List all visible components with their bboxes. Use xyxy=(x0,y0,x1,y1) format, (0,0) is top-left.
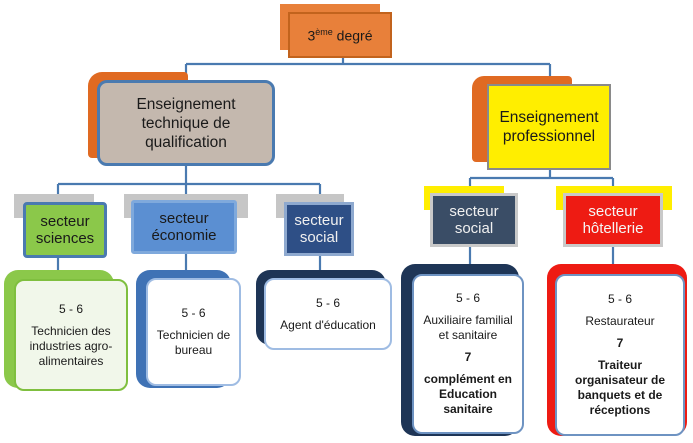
detail-line: alimentaires xyxy=(38,353,104,368)
detail-box-social-qualification: 5 - 6 Agent d'éducation xyxy=(264,278,392,350)
sector-label-line: secteur xyxy=(294,212,344,229)
box-secteur-social-professionnel: secteur social xyxy=(430,193,518,247)
sector-label-line: secteur xyxy=(159,210,209,227)
detail-year7: 7 xyxy=(464,350,472,364)
sector-label-line: social xyxy=(299,229,339,246)
detail-line: Technicien des xyxy=(31,323,111,338)
sector-label-line: social xyxy=(454,220,494,237)
sector-label-line: économie xyxy=(151,227,217,244)
detail-line-bold: Traiteur xyxy=(597,358,642,372)
top-box-label: 3ème degré xyxy=(307,26,373,44)
detail-years: 5 - 6 xyxy=(58,301,83,316)
box-secteur-sciences: secteur sciences xyxy=(23,202,107,258)
detail-line: bureau xyxy=(174,343,213,357)
sector-label-line: hôtellerie xyxy=(582,220,644,237)
detail-line-bold: sanitaire xyxy=(443,402,493,416)
box-secteur-economie: secteur économie xyxy=(131,200,237,254)
box-secteur-social-qualification: secteur social xyxy=(284,202,354,256)
detail-line: Agent d'éducation xyxy=(280,317,376,332)
detail-box-social-professionnel: 5 - 6 Auxiliaire familial et sanitaire 7… xyxy=(412,274,524,434)
sector-label-line: secteur xyxy=(449,203,499,220)
box-enseignement-technique-qualification: Enseignement technique de qualification xyxy=(97,80,275,166)
title-line: Enseignement xyxy=(136,95,236,113)
title-line: professionnel xyxy=(502,128,596,145)
detail-line: Technicien de xyxy=(156,328,231,342)
detail-box-hotellerie: 5 - 6 Restaurateur 7 Traiteur organisate… xyxy=(555,274,685,436)
detail-years: 5 - 6 xyxy=(607,292,632,306)
detail-line-bold: Education xyxy=(438,387,497,401)
detail-line-bold: banquets et de xyxy=(577,388,663,402)
title-line: technique de xyxy=(141,114,231,132)
top-box-3eme-degre: 3ème degré xyxy=(288,12,392,58)
detail-years: 5 - 6 xyxy=(455,291,480,305)
detail-line-bold: réceptions xyxy=(589,403,651,417)
detail-box-sciences: 5 - 6 Technicien des industries agro- al… xyxy=(14,279,128,391)
detail-line: Auxiliaire familial xyxy=(423,313,513,327)
detail-line-bold: organisateur de xyxy=(574,373,666,387)
detail-line: industries agro- xyxy=(29,338,113,353)
detail-line-bold: complément en xyxy=(423,372,513,386)
sector-label-line: secteur xyxy=(588,203,638,220)
detail-line: Restaurateur xyxy=(585,314,655,328)
box-secteur-hotellerie: secteur hôtellerie xyxy=(563,193,663,247)
detail-year7: 7 xyxy=(616,336,624,350)
detail-box-economie: 5 - 6 Technicien de bureau xyxy=(146,278,241,386)
detail-years: 5 - 6 xyxy=(181,306,206,320)
box-enseignement-professionnel: Enseignement professionnel xyxy=(487,84,611,170)
title-line: qualification xyxy=(145,133,227,151)
sector-label-line: sciences xyxy=(35,230,95,247)
detail-line: et sanitaire xyxy=(438,328,498,342)
title-line: Enseignement xyxy=(499,109,599,126)
detail-years: 5 - 6 xyxy=(315,295,340,310)
sector-label-line: secteur xyxy=(40,213,90,230)
